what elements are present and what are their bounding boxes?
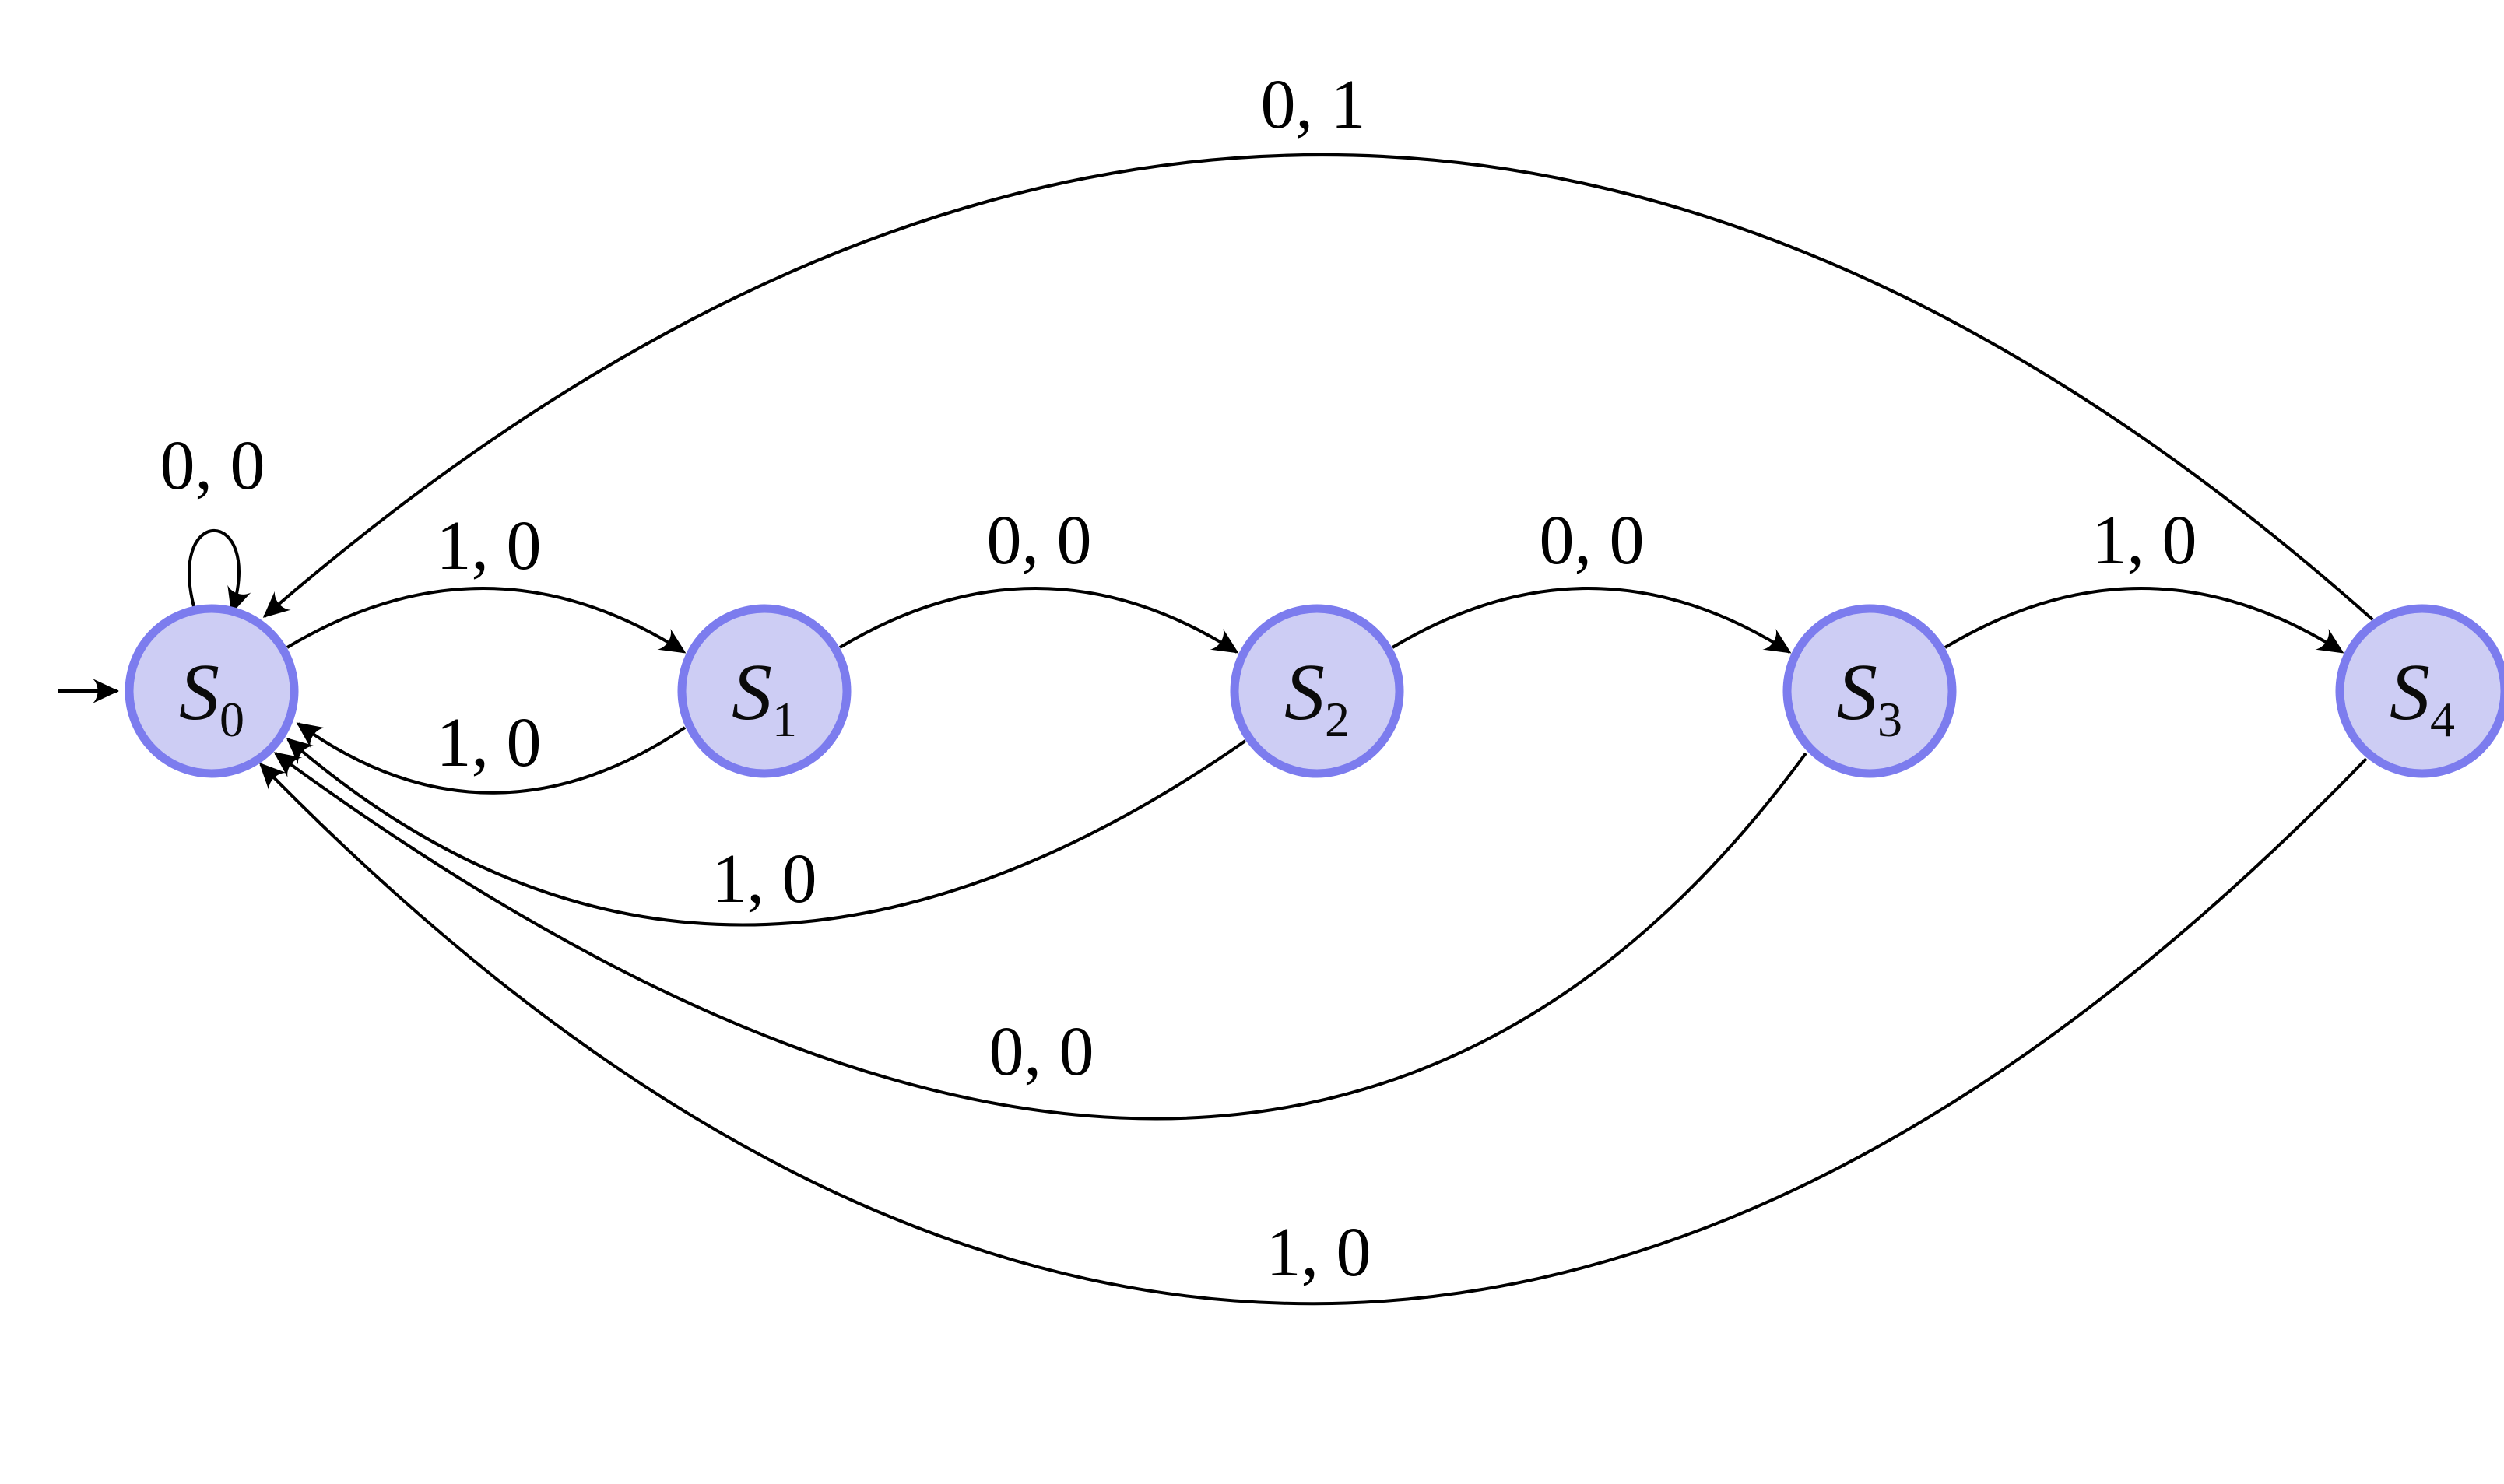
transition-S1-to-S0 <box>296 722 687 795</box>
state-label-S2: S2 <box>1284 647 1350 747</box>
state-circle-S2 <box>1230 604 1404 778</box>
state-label-S0: S0 <box>179 647 244 747</box>
state-label-S3: S3 <box>1837 647 1902 747</box>
state-circle-S3 <box>1782 604 1957 778</box>
transition-label-S2-S0: 1, 0 <box>712 840 817 917</box>
transition-label-S0-S0: 0, 0 <box>160 427 265 504</box>
transition-label-S2-S3: 0, 0 <box>1540 502 1645 579</box>
transition-S3-to-S4 <box>1944 587 2344 654</box>
state-circle-S1 <box>677 604 852 778</box>
transition-label-S1-S2: 0, 0 <box>987 502 1092 579</box>
transition-S1-to-S2 <box>838 587 1239 654</box>
transition-S0-to-S0 <box>188 529 251 616</box>
transition-S4-to-S0 <box>262 153 2374 621</box>
states-layer: S0 S1 S2 S3 S4 <box>125 604 2504 778</box>
state-node-S1: S1 <box>677 604 852 778</box>
state-node-S4: S4 <box>2335 604 2504 778</box>
transition-label-S3-S0: 0, 0 <box>989 1013 1094 1090</box>
state-circle-S4 <box>2335 604 2504 778</box>
transition-S2-to-S3 <box>1391 587 1792 654</box>
transition-label-S3-S4: 1, 0 <box>2092 502 2197 579</box>
state-label-S1: S1 <box>732 647 797 747</box>
edge-labels-layer: 0, 0 1, 0 0, 0 0, 0 1, 0 0, 1 1, 0 1, 0 0, 0 1, 0 <box>160 66 2197 1291</box>
state-node-S2: S2 <box>1230 604 1404 778</box>
transition-label-S1-S0: 1, 0 <box>437 704 542 781</box>
transitions-layer <box>58 153 2374 1306</box>
state-node-S0: S0 <box>125 604 299 778</box>
transition-S4-to-S0 <box>258 757 2368 1306</box>
transition-S3-to-S0 <box>273 752 1807 1121</box>
transition-label-S4-S0: 0, 1 <box>1261 66 1366 143</box>
transition-label-S4-S0: 1, 0 <box>1266 1214 1371 1291</box>
state-label-S4: S4 <box>2390 647 2455 747</box>
transition-S0-to-S1 <box>286 587 687 654</box>
transition-S2-to-S0 <box>286 738 1247 927</box>
state-circle-S0 <box>125 604 299 778</box>
state-node-S3: S3 <box>1782 604 1957 778</box>
transition-label-S0-S1: 1, 0 <box>437 507 542 584</box>
